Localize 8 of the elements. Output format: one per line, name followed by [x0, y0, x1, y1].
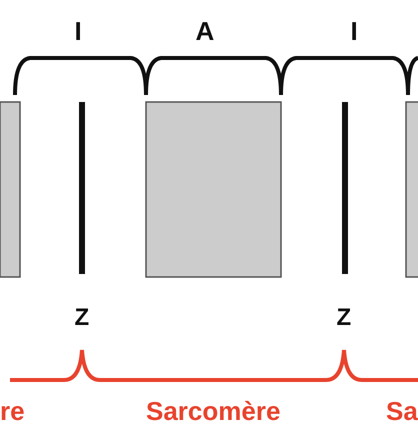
sarcomere-label: re	[0, 398, 25, 424]
line-label: Z	[336, 306, 352, 330]
band-label: I	[350, 18, 358, 44]
band-label: I	[74, 18, 82, 44]
sarcomere-label: Sarcomère	[146, 398, 280, 424]
line-label: Z	[74, 306, 90, 330]
sarcomere-label: Sa	[386, 398, 418, 424]
band-label: A	[196, 18, 214, 44]
